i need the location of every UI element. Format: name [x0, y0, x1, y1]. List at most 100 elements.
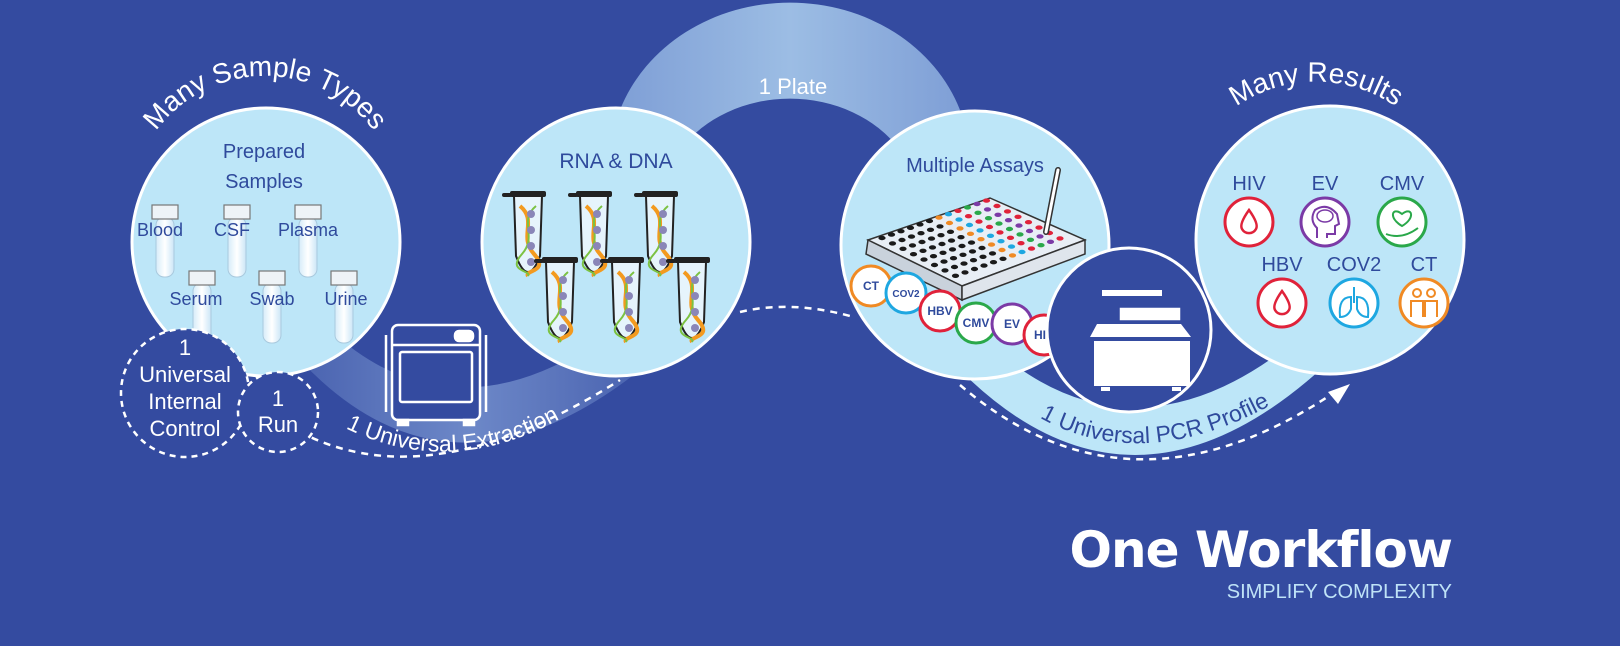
plate-well	[1056, 236, 1064, 241]
plate-well	[950, 264, 959, 270]
plate-well	[958, 243, 966, 249]
result-label: EV	[1312, 173, 1339, 195]
couple-icon	[1398, 277, 1450, 329]
result-item: CT	[1398, 254, 1450, 329]
assay-badge: CT	[849, 264, 893, 308]
plate-well	[980, 263, 988, 268]
sample-tube-icon	[258, 270, 286, 344]
plate-well	[909, 252, 918, 257]
sample-type-label: Serum	[169, 289, 222, 309]
plate-well	[979, 254, 987, 259]
plate-well	[937, 233, 945, 238]
plate-well	[994, 212, 1002, 217]
plate-well	[951, 273, 960, 278]
sample-type-label: Urine	[324, 289, 367, 309]
result-item: HBV	[1256, 254, 1308, 329]
plate-well	[999, 256, 1007, 261]
arrowhead-icon	[1328, 384, 1350, 404]
plate-well	[982, 198, 991, 203]
run-line-1: 1	[272, 386, 284, 411]
assay-badge-label: EV	[1004, 317, 1020, 331]
plate-label: 1 Plate	[759, 74, 828, 99]
sample-tube-icon	[151, 204, 179, 278]
plate-well	[919, 248, 927, 253]
brain-head-icon	[1299, 196, 1351, 248]
plate-well	[977, 237, 985, 242]
well-plate-icon	[865, 197, 1087, 302]
plate-well	[965, 222, 974, 228]
plate-well	[1036, 234, 1044, 239]
plate-well	[940, 259, 948, 264]
results-arc-title: Many Results	[1223, 57, 1409, 112]
plate-well	[973, 201, 981, 207]
microcentrifuge-tube-icon	[502, 191, 546, 278]
plate-well	[970, 266, 979, 272]
result-label: HBV	[1261, 254, 1303, 276]
microcentrifuge-tube-icon	[600, 257, 644, 344]
brand-title: One Workflow	[1069, 521, 1453, 579]
assay-badge-label: CT	[863, 279, 880, 293]
plate-well	[1005, 226, 1014, 232]
plate-well	[955, 217, 963, 222]
plate-well	[926, 227, 935, 232]
plate-well	[964, 214, 973, 219]
plate-well	[1024, 220, 1033, 225]
sample-tube-icon	[330, 270, 358, 344]
plate-well	[906, 225, 915, 230]
result-label: COV2	[1327, 254, 1381, 276]
plate-well	[929, 254, 938, 259]
plate-well	[1014, 214, 1022, 219]
plate-well	[1027, 246, 1036, 251]
plate-well	[946, 229, 955, 234]
plate-well	[948, 247, 957, 252]
plate-well	[963, 205, 972, 210]
plate-well	[897, 229, 905, 234]
plate-well	[908, 243, 917, 248]
plate-arc-band	[620, 2, 960, 150]
pipette-icon	[1043, 167, 1061, 235]
extraction-arc-band	[300, 330, 640, 443]
control-line-1: 1	[179, 335, 191, 360]
plate-well	[983, 207, 992, 212]
plate-well	[996, 230, 1004, 235]
sample-type-label: Blood	[137, 220, 183, 240]
plate-well	[978, 245, 986, 251]
microcentrifuge-tube-icon	[534, 257, 578, 344]
control-line-2: Universal	[139, 362, 231, 387]
plate-well	[985, 224, 994, 230]
plate-well	[998, 247, 1006, 253]
plate-well	[967, 240, 976, 245]
plate-well	[959, 252, 967, 257]
microcentrifuge-tube-icon	[634, 191, 678, 278]
sample-type-label: Plasma	[278, 220, 339, 240]
sample-type-label: CSF	[214, 220, 250, 240]
sample-type-label: Swab	[249, 289, 294, 309]
assay-badge-label: HBV	[927, 304, 952, 318]
assay-badge: EV	[990, 302, 1034, 346]
result-label: CMV	[1380, 173, 1425, 195]
plate-well	[1017, 241, 1025, 246]
plate-well	[954, 208, 962, 213]
plate-well	[968, 249, 977, 254]
plate-well	[969, 258, 978, 263]
plate-well	[899, 246, 907, 251]
plate-well	[947, 238, 956, 243]
pcr-thermocycler-icon	[1045, 246, 1213, 414]
plate-well	[941, 268, 949, 273]
plate-well	[984, 216, 993, 221]
plate-well	[1018, 249, 1026, 255]
samples-circle: Many Sample Types Prepared Samples Blood…	[130, 51, 402, 378]
result-item: HIV	[1223, 173, 1275, 248]
plate-well	[975, 219, 983, 224]
assays-heading: Multiple Assays	[906, 155, 1044, 177]
assay-badge-label: CMV	[963, 316, 990, 330]
plate-well	[920, 257, 928, 262]
result-item: COV2	[1327, 254, 1381, 329]
result-item: CMV	[1376, 173, 1428, 248]
plate-well	[930, 262, 939, 268]
sample-tube-icon	[294, 204, 322, 278]
plate-well	[878, 235, 886, 241]
lungs-icon	[1328, 277, 1380, 329]
plate-well	[936, 224, 944, 229]
